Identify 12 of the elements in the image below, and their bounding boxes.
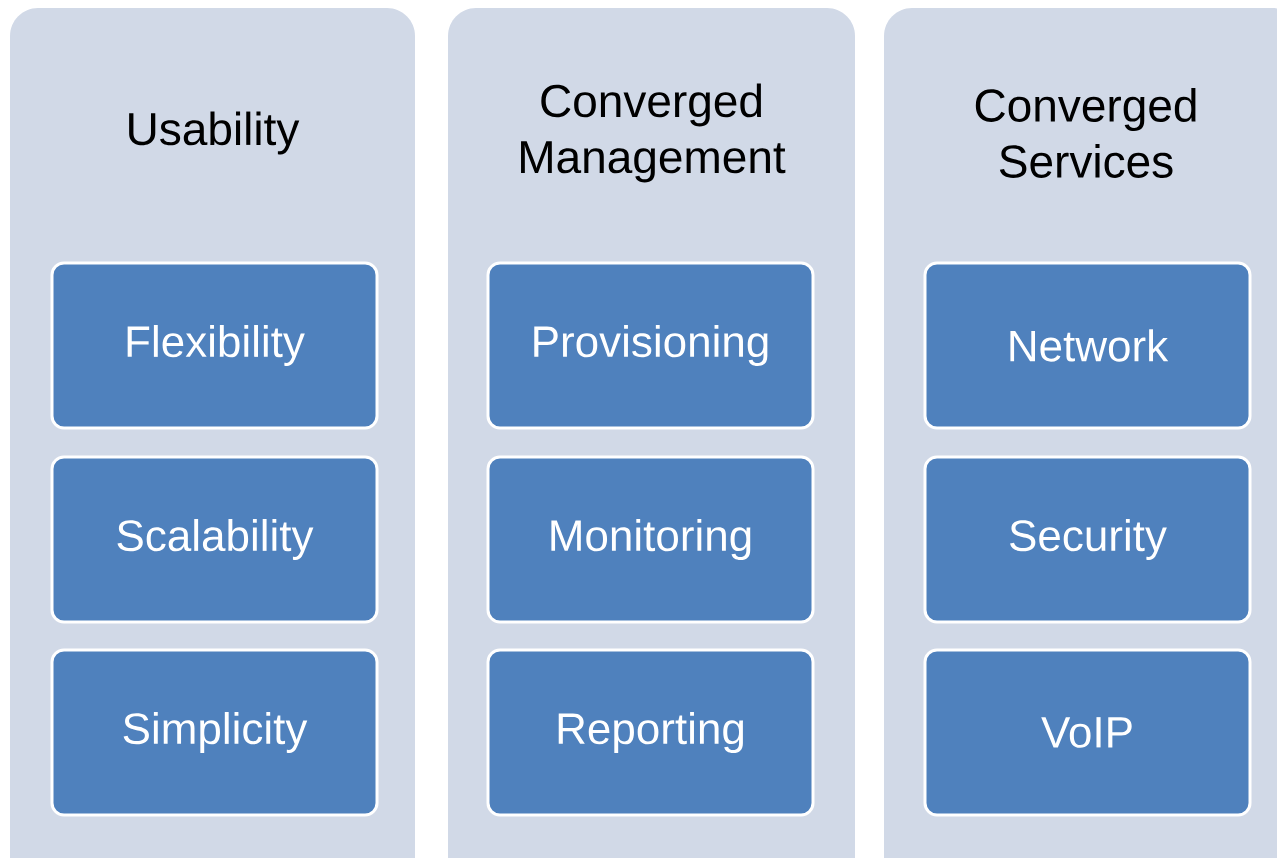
item-box: Flexibility [50,261,379,430]
item-box: Provisioning [486,261,815,430]
item-box: Network [923,261,1252,430]
item-box: Reporting [486,648,815,817]
column-heading: Usability [129,111,300,155]
item-box: Simplicity [50,648,379,817]
item-box: Scalability [50,455,379,624]
column-heading: Converged Services [975,88,1196,178]
item-box: VoIP [923,648,1252,817]
item-box: Security [923,455,1252,624]
column-heading: Converged Management [521,83,786,183]
item-box: Monitoring [486,455,815,624]
